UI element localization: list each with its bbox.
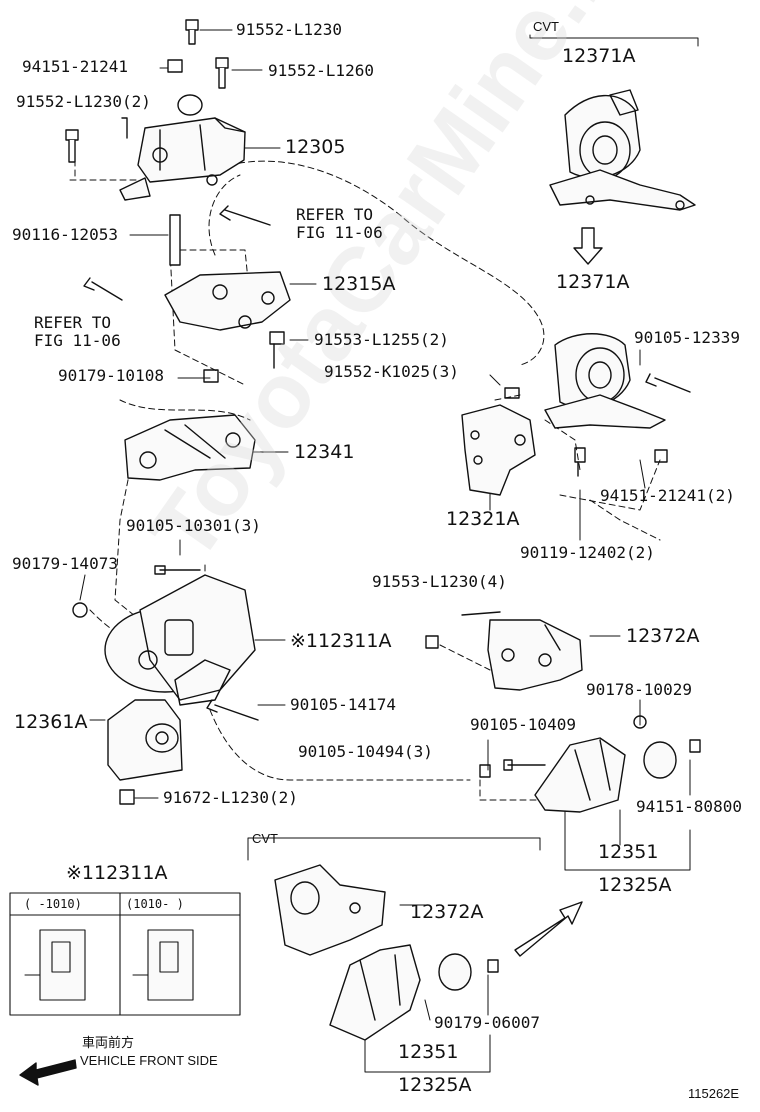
label-90105-12339: 90105-12339: [634, 328, 740, 347]
label-12325A-right: 12325A: [598, 874, 672, 896]
label-12305: 12305: [285, 136, 346, 158]
arrow-diagonal-icon: [514, 901, 583, 957]
label-12325A-bottom: 12325A: [398, 1074, 472, 1096]
label-12371A-mid: 12371A: [556, 271, 630, 293]
cvt-mount-12371A-top: [549, 89, 696, 211]
label-cvt-top: CVT: [533, 19, 559, 34]
label-12361A: 12361A: [14, 711, 88, 733]
label-90105-10494: 90105-10494(3): [298, 742, 433, 761]
arrow-down-icon: [573, 227, 603, 265]
label-12351-right: 12351: [598, 841, 659, 863]
label-12311A: ※112311A: [290, 630, 392, 652]
label-12372A-bottom: 12372A: [410, 901, 484, 923]
engine-mount-12305: [119, 94, 246, 201]
label-12371A-top: 12371A: [562, 45, 636, 67]
label-12341: 12341: [294, 441, 355, 463]
label-90105-14174: 90105-14174: [290, 695, 396, 714]
label-12351-bottom: 12351: [398, 1041, 459, 1063]
label-94151-80800: 94151-80800: [636, 797, 742, 816]
label-refer-fig-top: REFER TO FIG 11-06: [296, 205, 383, 242]
mount-12361A: [107, 699, 183, 805]
label-91672-L1230: 91672-L1230(2): [163, 788, 298, 807]
bolt-icons-top: [65, 19, 229, 266]
label-12315A: 12315A: [322, 273, 396, 295]
inset-column-2-header: (1010- ): [126, 897, 184, 911]
inset-column-1-header: ( -1010): [24, 897, 82, 911]
label-90179-10108: 90179-10108: [58, 366, 164, 385]
cvt-bracket-12372A-bottom: [274, 864, 386, 956]
bracket-12351-right: [479, 715, 701, 813]
label-91552-L1260: 91552-L1260: [268, 61, 374, 80]
label-12311A-inset: ※112311A: [66, 862, 168, 884]
vehicle-front-label-jp: 車両前方: [82, 1035, 135, 1050]
bracket-12311A: [72, 565, 259, 721]
label-12372A-mid: 12372A: [626, 625, 700, 647]
label-90119-12402: 90119-12402(2): [520, 543, 655, 562]
label-90116-12053: 90116-12053: [12, 225, 118, 244]
cvt-mount-12371A-mid: [544, 333, 691, 477]
label-94151-21241-2: 94151-21241(2): [600, 486, 735, 505]
label-90105-10409: 90105-10409: [470, 715, 576, 734]
label-90179-14073: 90179-14073: [12, 554, 118, 573]
figure-id: 115262E: [688, 1086, 740, 1101]
label-cvt-bottom: CVT: [252, 831, 278, 846]
label-91552-K1025: 91552-K1025(3): [324, 362, 459, 381]
label-91553-L1255: 91553-L1255(2): [314, 330, 449, 349]
bracket-12351-bottom: [329, 944, 499, 1041]
label-90178-10029: 90178-10029: [586, 680, 692, 699]
bracket-12372A-mid: [425, 611, 583, 691]
bracket-12321A: [461, 387, 536, 496]
label-91552-L1230-2: 91552-L1230(2): [16, 92, 151, 111]
label-91552-L1230: 91552-L1230: [236, 20, 342, 39]
label-94151-21241: 94151-21241: [22, 57, 128, 76]
label-90179-06007: 90179-06007: [434, 1013, 540, 1032]
solid-leader-lines: [79, 29, 699, 1073]
label-90105-10301: 90105-10301(3): [126, 516, 261, 535]
bracket-12341: [124, 414, 256, 481]
label-refer-fig-left: REFER TO FIG 11-06: [34, 313, 121, 350]
vehicle-front-label-en: VEHICLE FRONT SIDE: [80, 1053, 218, 1068]
label-12321A: 12321A: [446, 508, 520, 530]
bracket-12315A: [83, 205, 291, 383]
inset-variants-box: [9, 892, 241, 1016]
label-91553-L1230-4: 91553-L1230(4): [372, 572, 507, 591]
vehicle-front-arrow-icon: [19, 1059, 77, 1086]
